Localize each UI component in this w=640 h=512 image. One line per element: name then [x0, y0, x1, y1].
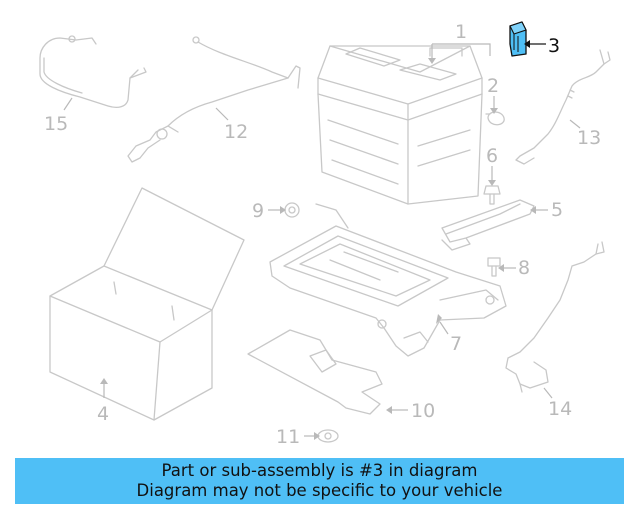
info-banner: Part or sub-assembly is #3 in diagram Di… — [15, 458, 624, 504]
callout-11: 11 — [276, 426, 300, 448]
callout-10: 10 — [411, 400, 435, 422]
callout-2: 2 — [487, 75, 499, 97]
arrowhead-10 — [386, 406, 392, 414]
callout-15: 15 — [44, 113, 68, 135]
part-8-bolt — [487, 257, 501, 277]
part-2-terminal — [485, 111, 505, 126]
callout-7: 7 — [450, 333, 462, 355]
callout-4: 4 — [97, 403, 109, 425]
banner-line-1: Part or sub-assembly is #3 in diagram — [161, 461, 478, 480]
callout-8: 8 — [518, 257, 530, 279]
callout-13: 13 — [577, 127, 601, 149]
part-7-tray — [269, 203, 507, 357]
part-4-box — [49, 187, 245, 421]
part-11-clip — [317, 429, 339, 443]
callout-9: 9 — [252, 200, 264, 222]
banner-line-2: Diagram may not be specific to your vehi… — [136, 481, 503, 500]
parts-diagram: 1 2 3 4 5 6 7 8 9 10 11 12 13 14 15 — [39, 21, 611, 448]
arrowhead-2 — [490, 108, 498, 114]
callout-5: 5 — [551, 199, 563, 221]
part-1-battery — [317, 45, 483, 205]
callout-14: 14 — [548, 398, 572, 420]
part-15-negative-cable — [39, 35, 147, 108]
leader-7 — [439, 321, 449, 335]
callout-6: 6 — [486, 145, 498, 167]
part-3-highlighted — [509, 21, 527, 57]
arrowhead-8 — [498, 264, 504, 272]
arrowhead-3 — [524, 40, 530, 48]
arrowhead-7 — [436, 314, 442, 324]
part-9-grommet — [284, 202, 300, 218]
leader-13 — [569, 119, 581, 129]
part-12-positive-cable — [127, 36, 301, 163]
leader-15 — [63, 97, 73, 111]
arrowhead-5 — [530, 206, 536, 214]
callout-3: 3 — [548, 35, 560, 57]
arrowhead-9 — [280, 206, 286, 214]
callout-1: 1 — [455, 21, 467, 43]
leader-14 — [543, 387, 553, 399]
arrowhead-1 — [428, 58, 436, 64]
part-10-insulator — [247, 329, 383, 415]
leader-12 — [215, 107, 229, 121]
leader-1 — [431, 43, 491, 58]
callout-12: 12 — [224, 121, 248, 143]
part-6-bolt — [483, 185, 501, 205]
part-5-bracket — [441, 199, 535, 251]
arrowhead-4 — [100, 378, 108, 384]
part-14-cable — [505, 241, 605, 393]
arrowhead-6 — [488, 180, 496, 186]
part-13-cable — [515, 49, 611, 165]
arrowhead-11 — [314, 432, 320, 440]
